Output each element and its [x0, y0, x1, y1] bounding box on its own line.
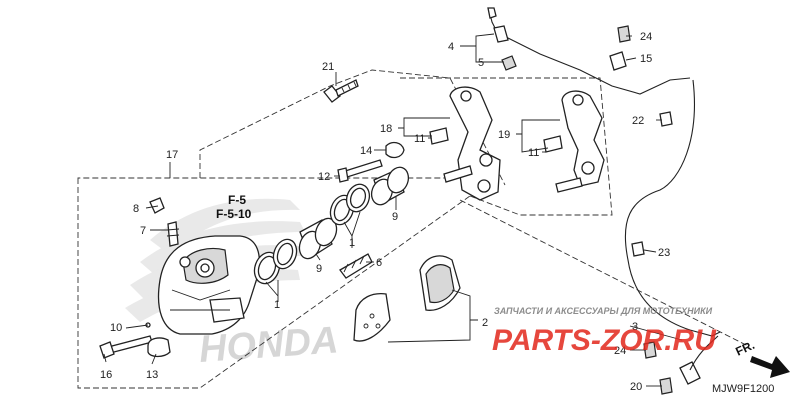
callout-10: 10 — [110, 322, 122, 334]
callout-23: 23 — [658, 247, 670, 259]
callout-17: 17 — [166, 149, 178, 161]
slide-pin-12 — [337, 159, 383, 183]
callout-1-upper: 1 — [349, 237, 355, 249]
callout-4: 4 — [448, 41, 454, 53]
ref-label-f5: F-5 — [228, 193, 246, 207]
sensor-clip-22 — [659, 111, 673, 127]
front-direction-label: FR. — [733, 338, 756, 359]
shop-watermark-caption: ЗАПЧАСТИ И АКСЕССУАРЫ ДЛЯ МОТОТЕХНИКИ — [494, 306, 713, 316]
callout-2: 2 — [482, 317, 488, 329]
bracket-outline — [400, 77, 613, 216]
callout-8: 8 — [133, 203, 139, 215]
callout-19: 19 — [498, 129, 510, 141]
callout-18: 18 — [380, 123, 392, 135]
callout-24-low: 24 — [614, 345, 626, 357]
callout-6: 6 — [376, 257, 382, 269]
callout-20: 20 — [630, 381, 642, 393]
piston-seal-lower — [253, 238, 298, 285]
callout-24-top: 24 — [640, 31, 652, 43]
piston-seal-upper — [329, 183, 371, 226]
caliper-assembly-outline — [77, 177, 471, 389]
pad-spring-6 — [339, 253, 373, 279]
sensor-bolt-20 — [659, 377, 673, 395]
caliper-bracket-18 — [443, 86, 501, 201]
callout-9-upper: 9 — [392, 211, 398, 223]
callout-3: 3 — [632, 321, 638, 333]
callout-21: 21 — [322, 61, 334, 73]
piston-upper — [370, 166, 410, 206]
callout-7: 7 — [140, 225, 146, 237]
callout-1-lower: 1 — [274, 299, 280, 311]
callout-15: 15 — [640, 53, 652, 65]
speed-sensor-3 — [679, 335, 719, 385]
callout-13: 13 — [146, 369, 158, 381]
callout-labels: 17 8 7 10 16 13 1 9 1 9 6 2 12 14 21 18 … — [100, 31, 670, 393]
piston-lower — [298, 217, 338, 260]
caliper-body — [157, 235, 261, 335]
callout-11-left: 11 — [414, 133, 425, 145]
bleeder-cap-8 — [149, 197, 165, 214]
diagram-code: MJW9F1200 — [712, 383, 774, 395]
pad-retainer-11a — [429, 127, 449, 145]
pad-retainer-11b — [543, 135, 563, 153]
shop-watermark-logo: PARTS-ZOR.RU — [492, 324, 717, 357]
sensor-clip-15 — [609, 51, 627, 71]
sensor-clip-23 — [631, 241, 645, 257]
sensor-bolt-24-low — [643, 341, 657, 359]
bleeder-screw-7 — [166, 221, 180, 247]
bolt-21 — [323, 79, 359, 103]
pin-bolt-16 — [99, 335, 153, 359]
front-direction-arrow: FR. — [733, 338, 790, 378]
brake-pad-front — [353, 292, 391, 342]
callout-22: 22 — [632, 115, 644, 127]
sensor-bracket-19 — [555, 90, 605, 193]
callout-12: 12 — [318, 171, 330, 183]
callout-16: 16 — [100, 369, 112, 381]
pin-13 — [147, 337, 171, 358]
boot-14 — [385, 141, 405, 159]
callout-14: 14 — [360, 145, 372, 157]
speed-sensor-wire — [487, 7, 721, 337]
ref-label-f5-10: F-5-10 — [216, 207, 252, 221]
leader-lines — [103, 33, 683, 387]
callout-9-lower: 9 — [316, 263, 322, 275]
sensor-clip-5 — [501, 55, 517, 71]
brake-pad-rear — [419, 255, 461, 311]
callout-5: 5 — [478, 57, 484, 69]
callout-11-right: 11 — [528, 147, 539, 159]
sensor-bolt-24-top — [617, 25, 631, 43]
